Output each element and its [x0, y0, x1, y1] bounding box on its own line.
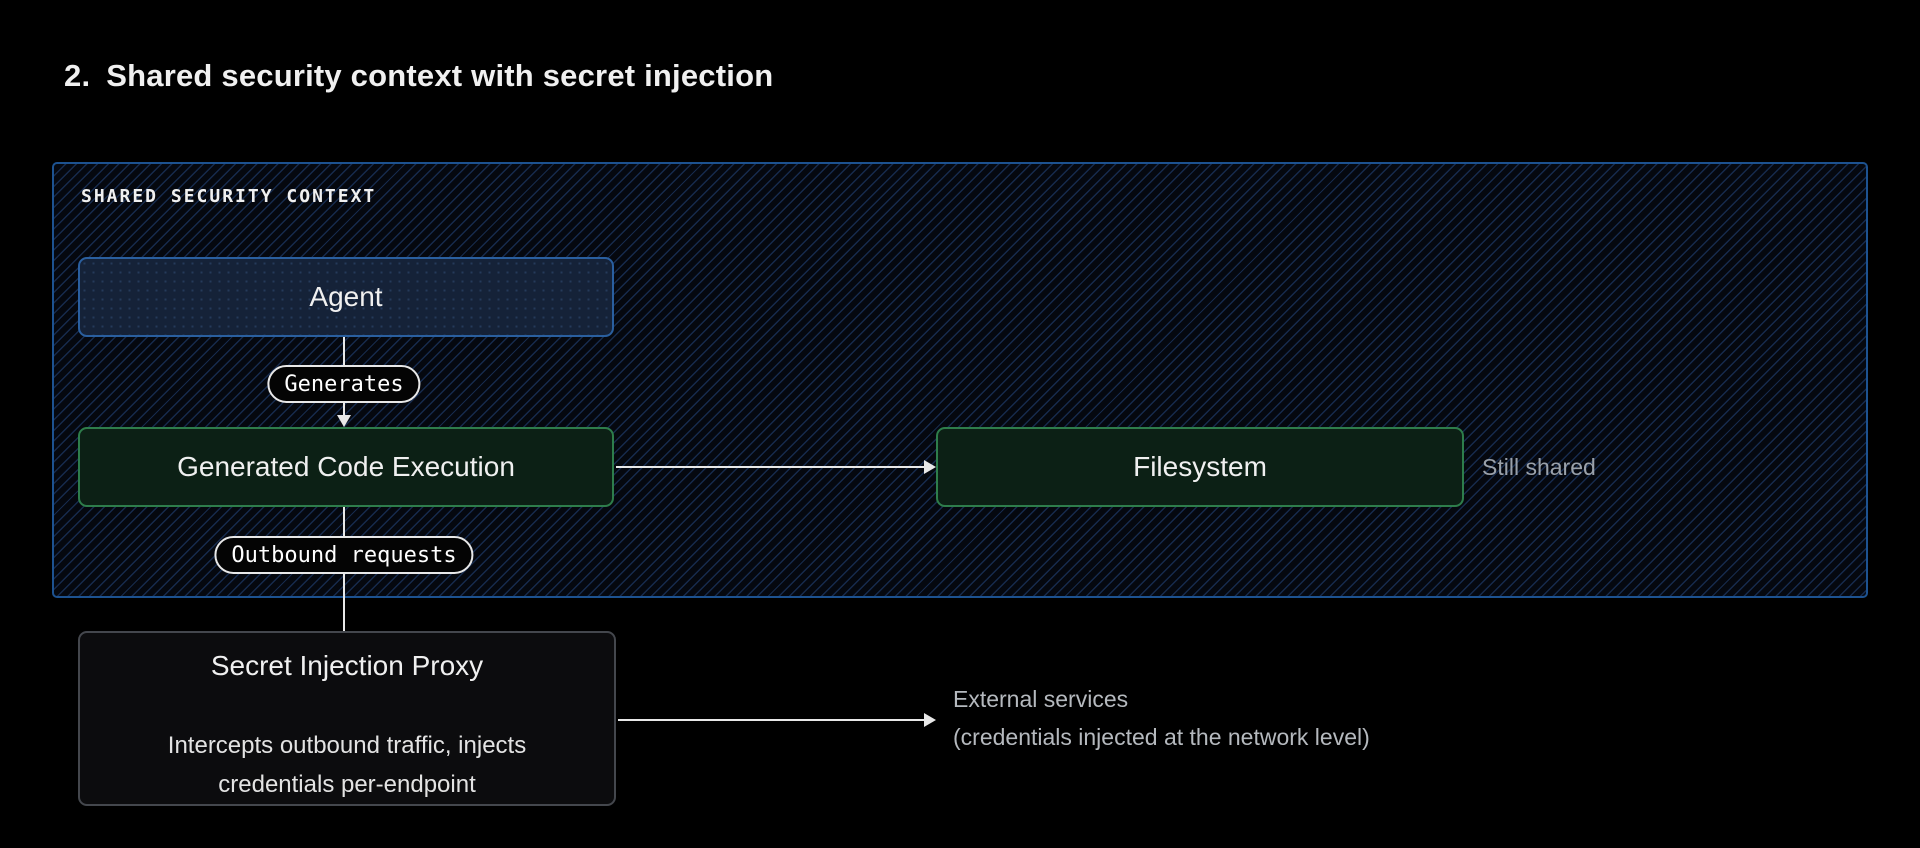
filesystem-node-label: Filesystem: [1133, 451, 1267, 482]
down-arrowhead-icon: [337, 415, 351, 427]
diagram-title-number: 2.: [64, 58, 91, 93]
external-services-line1: External services: [953, 686, 1129, 712]
proxy-to-external-line: [618, 719, 926, 721]
external-services-line2: (credentials injected at the network lev…: [953, 724, 1370, 750]
outbound-requests-edge-pill: Outbound requests: [214, 536, 474, 574]
filesystem-node: Filesystem: [936, 427, 1464, 507]
agent-to-generates-line: [343, 337, 345, 365]
still-shared-annotation: Still shared: [1482, 454, 1596, 480]
diagram-title-text: Shared security context with secret inje…: [106, 58, 774, 93]
outbound-to-proxy-line: [343, 574, 345, 631]
shared-security-context-label: SHARED SECURITY CONTEXT: [81, 186, 377, 207]
generates-edge-label: Generates: [284, 371, 404, 397]
secret-injection-proxy-title: Secret Injection Proxy: [210, 650, 484, 681]
shared-security-context-container: SHARED SECURITY CONTEXT: [52, 162, 1868, 598]
right-arrowhead-icon: [924, 713, 936, 727]
gce-to-filesystem-line: [616, 466, 926, 468]
right-arrowhead-icon: [924, 460, 936, 474]
diagram-title: 2. Shared security context with secret i…: [64, 58, 773, 94]
secret-injection-proxy-description: Intercepts outbound traffic, injects cre…: [167, 732, 527, 798]
generates-to-gce-line: [343, 403, 345, 417]
generates-edge-pill: Generates: [267, 365, 421, 403]
secret-injection-proxy-node: Secret Injection Proxy Intercepts outbou…: [78, 631, 616, 806]
generated-code-execution-label: Generated Code Execution: [177, 451, 515, 482]
gce-to-outbound-line: [343, 507, 345, 536]
agent-node-label: Agent: [309, 281, 383, 312]
outbound-requests-edge-label: Outbound requests: [231, 542, 457, 568]
agent-node: Agent: [78, 257, 614, 337]
generated-code-execution-node: Generated Code Execution: [78, 427, 614, 507]
external-services-annotation: External services (credentials injected …: [953, 680, 1370, 756]
